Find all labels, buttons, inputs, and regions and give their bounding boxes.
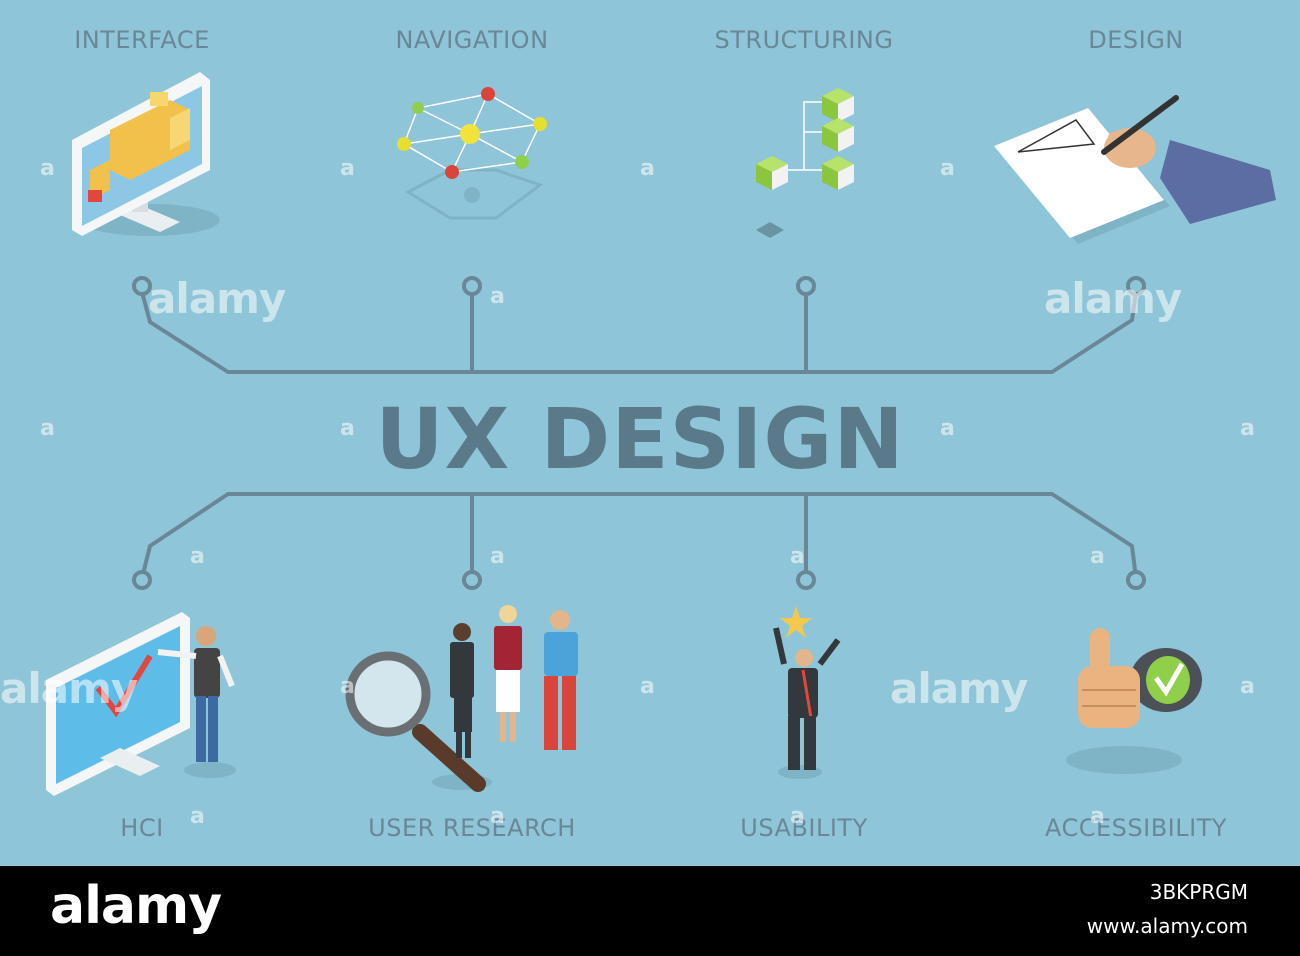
- watermark-letter: a: [640, 674, 655, 699]
- magnifier-team-icon: [345, 605, 578, 792]
- watermark-letter: a: [190, 544, 205, 569]
- monitor-interface-icon: [72, 72, 220, 236]
- footer-bar: alamy 3BKPRGM www.alamy.com: [0, 866, 1300, 956]
- watermark-letter: a: [190, 804, 205, 829]
- watermark-letter: a: [40, 156, 55, 181]
- watermark-letter: a: [790, 544, 805, 569]
- watermark-alamy: alamy: [148, 274, 286, 323]
- topic-label-navigation: NAVIGATION: [395, 26, 549, 54]
- watermark-alamy: alamy: [890, 664, 1028, 713]
- watermark-letter: a: [1090, 804, 1105, 829]
- watermark-letter: a: [340, 674, 355, 699]
- diagram-artwork: [46, 72, 1276, 796]
- topic-label-user-research: USER RESEARCH: [368, 814, 576, 842]
- alamy-logo: alamy: [50, 876, 222, 936]
- watermark-letter: a: [1240, 416, 1255, 441]
- central-title: UX DESIGN: [375, 390, 905, 488]
- topic-label-design: DESIGN: [1088, 26, 1184, 54]
- connector-tree-bottom: [140, 492, 1138, 579]
- connector-nodes: [132, 276, 1146, 590]
- watermark-letter: a: [640, 156, 655, 181]
- man-reaching-star-icon: [773, 606, 841, 779]
- watermark-letter: a: [1090, 544, 1105, 569]
- topic-label-interface: INTERFACE: [74, 26, 210, 54]
- topic-label-accessibility: ACCESSIBILITY: [1044, 814, 1228, 842]
- connector-tree-top: [140, 291, 1138, 374]
- watermark-letter: a: [340, 416, 355, 441]
- watermark-letter: a: [490, 284, 505, 309]
- watermark-letter: a: [490, 804, 505, 829]
- thumbs-up-check-icon: [1066, 628, 1202, 774]
- topic-label-hci: HCI: [120, 814, 164, 842]
- hand-drawing-icon: [994, 95, 1276, 244]
- watermark-alamy: alamy: [1044, 274, 1182, 323]
- topic-label-usability: USABILITY: [740, 814, 868, 842]
- cube-hierarchy-icon: [756, 88, 854, 238]
- image-id: 3BKPRGM: [1149, 880, 1248, 904]
- footer-url: www.alamy.com: [1086, 914, 1248, 938]
- watermark-letter: a: [1240, 674, 1255, 699]
- watermark-letter: a: [40, 416, 55, 441]
- watermark-letter: a: [490, 544, 505, 569]
- watermark-letter: a: [340, 156, 355, 181]
- watermark-letter: a: [790, 804, 805, 829]
- watermark-letter: a: [940, 156, 955, 181]
- watermark-alamy: alamy: [0, 664, 138, 713]
- watermark-letter: a: [940, 416, 955, 441]
- presenter-monitor-icon: [46, 612, 236, 796]
- network-graph-icon: [397, 87, 547, 220]
- topic-label-structuring: STRUCTURING: [714, 26, 894, 54]
